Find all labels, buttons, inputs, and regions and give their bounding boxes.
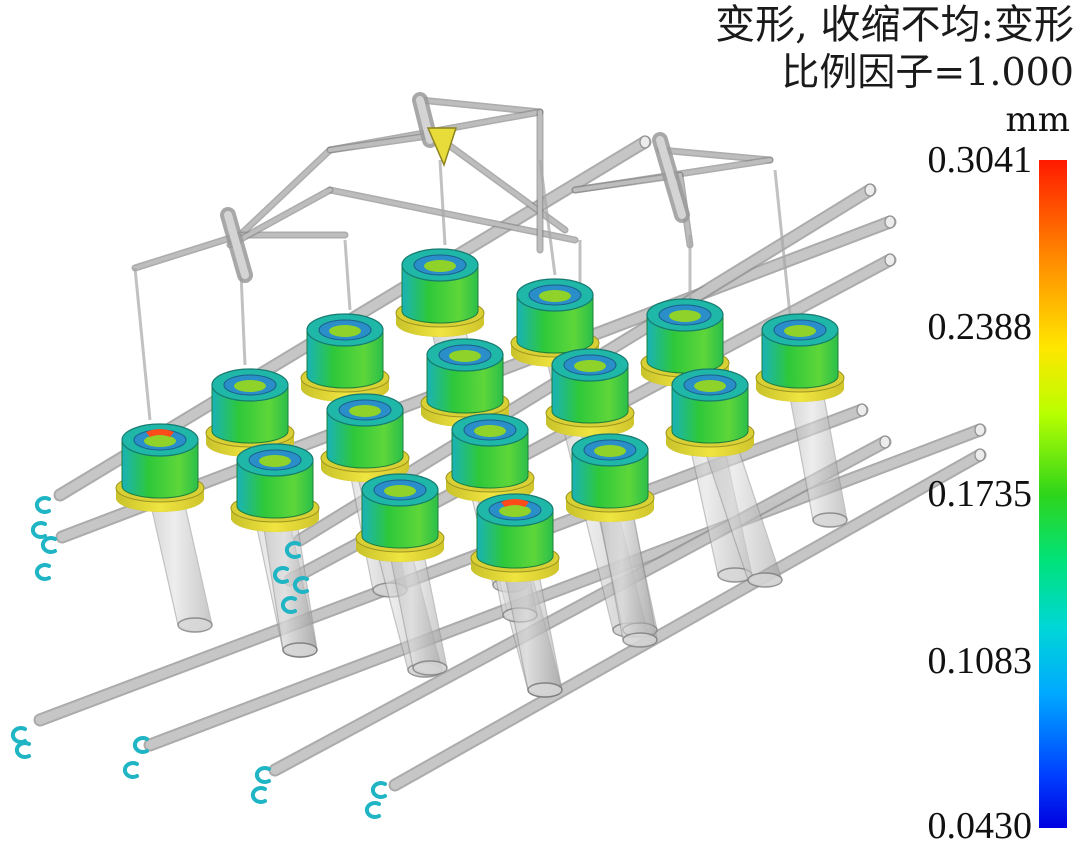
part-inner-core [669,310,701,322]
vertical-pipe-end-7 [812,512,848,528]
part-inner-core [259,455,291,467]
runner-drop-7 [773,169,792,316]
part-inner-core [539,290,571,302]
part-inner-core [384,485,416,497]
sprue-post-core-1 [416,96,434,144]
coolant-inlet-hook-2 [30,521,47,539]
coolant-inlet-hook-4 [34,563,51,581]
part-inner-core [424,260,456,272]
part-hot-spot [146,429,174,437]
legend-tick-min: 0.0430 [927,805,1033,847]
vertical-pipe-end-16 [527,682,563,698]
cooling-channel-end-1 [639,135,651,149]
vertical-pipe-end-15 [622,632,658,648]
cooling-channel-core-5 [270,437,890,775]
coolant-inlet-hook-6 [272,566,289,584]
coolant-inlet-hook-11 [132,736,149,754]
molded-part-12 [665,368,755,457]
runner-core-1 [418,98,542,114]
runner-core-9 [228,188,332,247]
vertical-pipe-end-1 [177,617,213,633]
part-inner-core [594,445,626,457]
vertical-pipe-end-8 [282,642,318,658]
part-inner-core [474,425,506,437]
molded-part-4 [395,248,485,337]
molded-part-13 [355,473,445,562]
molded-part-group [115,248,845,582]
molded-part-16 [470,493,560,582]
part-inner-core [329,325,361,337]
coolant-inlet-hook-5 [284,541,301,559]
molded-part-9 [320,393,410,482]
legend-tick-2: 0.2388 [927,306,1033,348]
part-inner-core [694,380,726,392]
sprue-post-core-3 [656,136,686,219]
cooling-channel-end-8 [884,253,896,267]
vertical-pipe-end-12 [747,572,783,588]
coolant-inlet-hook-15 [370,781,387,799]
gate-cone [426,127,458,168]
molded-part-8 [230,443,320,532]
coolant-inlet-hook-14 [250,786,267,804]
runner-core-4 [133,233,242,270]
runner-system-group [131,92,792,421]
coolant-inlet-hook-10 [14,741,31,759]
cooling-channel-core-6 [390,450,985,790]
legend-unit-label: mm [1005,100,1070,140]
runner-drop-4 [438,159,447,246]
legend-tick-3: 0.1735 [927,473,1033,515]
runner-drop-5 [538,159,557,276]
cooling-channel-end-7 [864,183,876,197]
plot-title-line-2: 比例因子=1.000 [781,50,1074,94]
cooling-channel-end-4 [974,423,986,437]
legend-tick-max: 0.3041 [927,139,1033,181]
molded-part-7 [755,313,845,402]
molded-part-15 [565,433,655,522]
molded-part-1 [115,423,205,512]
runner-core-10 [658,148,772,162]
part-inner-core [349,405,381,417]
sprue-post-core-2 [224,211,249,279]
cooling-channel-end-6 [974,448,986,462]
molded-part-5 [510,278,600,367]
runner-drop-1 [133,267,152,421]
color-scale-bar [1039,160,1067,828]
part-inner-core [784,325,816,337]
coolant-inlet-hook-3 [40,536,57,554]
cooling-channel-end-3 [856,403,868,417]
coolant-inlet-hook-13 [254,766,271,784]
runner-core-3 [238,148,332,237]
part-inner-core [144,435,176,447]
coolant-inlet-group [10,496,387,819]
vertical-pipe-end-13 [412,660,448,676]
legend-tick-4: 0.1083 [927,640,1033,682]
runner-core-8 [328,188,577,242]
part-inner-core [234,380,266,392]
coolant-inlet-hook-12 [122,761,139,779]
cooling-channel-core-4 [145,425,985,750]
coolant-inlet-hook-8 [280,596,297,614]
molded-part-3 [300,313,390,402]
runner-drop-3 [343,239,352,311]
cooling-channel-end-2 [884,215,896,229]
mold-simulation-scene [10,92,987,819]
part-inner-core [499,505,531,517]
coolant-inlet-hook-7 [292,576,309,594]
coolant-inlet-hook-9 [10,726,27,744]
coolant-inlet-hook-16 [364,801,381,819]
part-inner-core [449,350,481,362]
part-inner-core [574,360,606,372]
molded-part-11 [545,348,635,437]
plot-title-line-1: 变形, 收缩不均:变形 [715,2,1074,48]
molded-part-14 [445,413,535,502]
runner-core-12 [573,173,682,192]
runner-core-6 [328,133,437,152]
part-hot-spot [501,499,529,507]
coolant-inlet-hook-1 [34,496,51,514]
cooling-channel-end-5 [879,435,891,449]
